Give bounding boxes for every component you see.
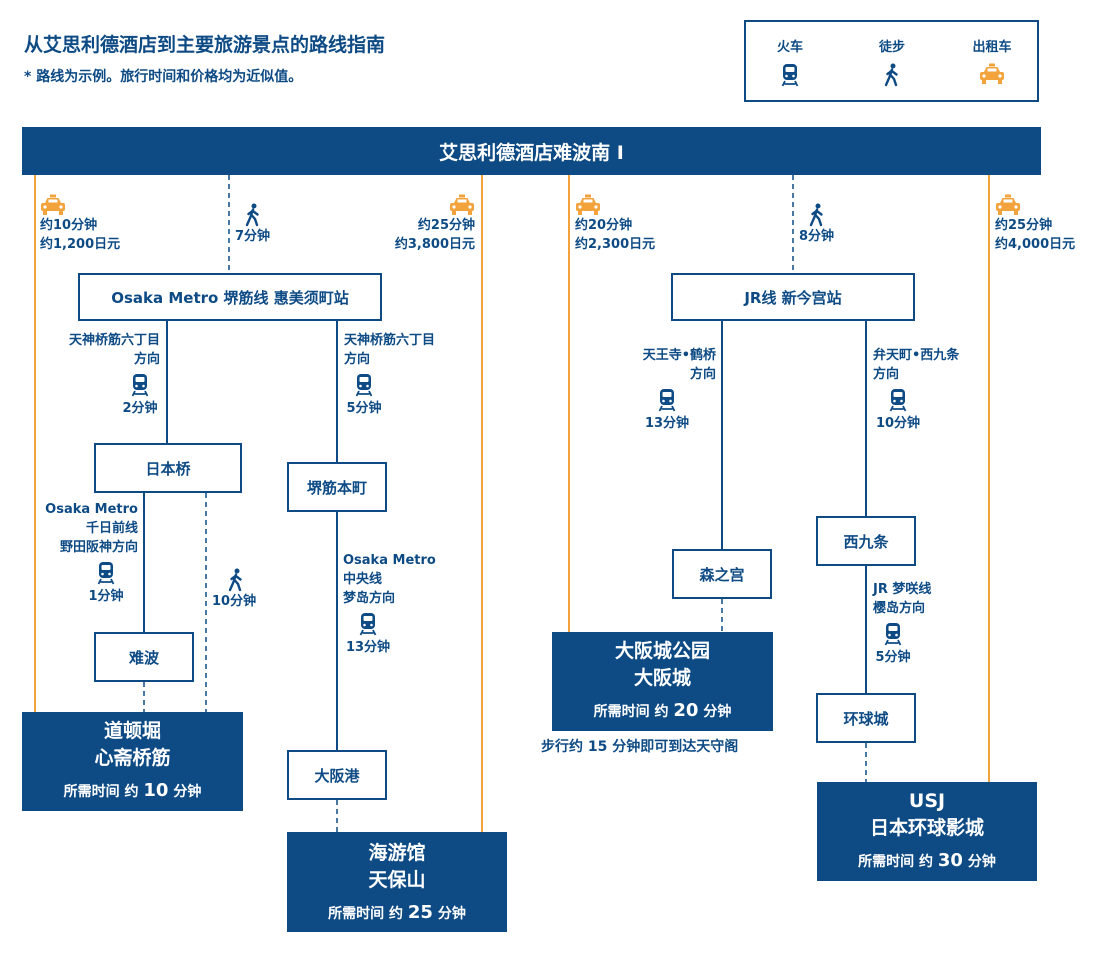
walk-time: 8分钟 [799,229,835,244]
walk-icon [245,203,259,227]
walk-label-shinimamiya: 8分钟 [799,203,834,246]
page-title: 从艾思利德酒店到主要旅游景点的路线指南 [24,34,386,56]
dest-name: 心斋桥筋 [94,747,171,769]
castle-walk-note: 步行约 15 分钟即可到达天守阁 [541,739,739,755]
train-icon [359,613,377,636]
legend-taxi: 出租车 [952,36,1032,85]
station-sakaisuji-honmachi: 堺筋本町 [287,462,387,512]
dest-osaka-castle: 大阪城公园 大阪城 所需时间 约 20 分钟 [552,632,773,731]
taxi-fare: 约1,200日元 [40,237,121,252]
station-osakako: 大阪港 [287,750,387,800]
legend: 火车 徒步 出租车 [744,20,1039,102]
train-icon [781,64,799,87]
taxi-label-usj: 约25分钟 约4,000日元 [995,194,1075,254]
disclaimer-note: * 路线为示例。旅行时间和价格均为近似值。 [24,69,303,85]
segment-ebisu-honmachi: 天神桥筋六丁目 方向 5分钟 [344,333,436,416]
taxi-icon [980,63,1004,84]
dest-time: 所需时间 约 20 分钟 [593,700,732,721]
station-nipponbashi: 日本桥 [94,443,242,493]
dest-name: 日本环球影城 [869,817,984,839]
station-shinimamiya: JR线 新今宫站 [671,273,915,321]
station-universal-city: 环球城 [816,693,916,743]
taxi-fare: 约2,300日元 [575,237,656,252]
segment-ebisu-nippon: 天神桥筋六丁目 方向 2分钟 [68,333,160,416]
train-icon [97,562,115,585]
segment-honmachi-osakako: Osaka Metro 中央线 梦岛方向 13分钟 [343,553,436,655]
walk-time: 7分钟 [235,229,271,244]
taxi-icon [450,194,474,215]
taxi-time: 约20分钟 [575,218,633,233]
taxi-time: 约25分钟 [417,218,475,233]
taxi-icon [576,194,600,215]
station-nishikujo: 西九条 [816,516,916,566]
segment-nishikujo-uc: JR 梦咲线 樱岛方向 5分钟 [873,582,932,665]
taxi-label-aquarium: 约25分钟 约3,800日元 [360,194,475,254]
dest-dotonbori: 道顿堀 心斋桥筋 所需时间 约 10 分钟 [22,712,243,811]
dest-name: 海游馆 [368,842,426,864]
train-icon [658,389,676,412]
legend-taxi-label: 出租车 [972,40,1012,55]
legend-walk-label: 徒步 [878,40,905,55]
walk-icon [884,63,898,87]
train-icon [131,374,149,397]
segment-nippon-namba: Osaka Metro 千日前线 野田阪神方向 1分钟 [45,502,138,604]
dest-time: 所需时间 约 25 分钟 [328,902,466,923]
segment-shin-nishikujo: 弁天町•西九条 方向 10分钟 [873,348,960,431]
dest-name: 天保山 [368,869,426,891]
segment-shin-morinomiya: 天王寺•鹤桥 方向 13分钟 [642,348,716,431]
taxi-icon [996,194,1020,215]
walk-icon [228,568,242,592]
dest-name: 大阪城公园 [614,640,710,662]
legend-train: 火车 [750,36,830,87]
dest-name: 大阪城 [633,667,691,689]
dest-name: 道顿堀 [103,720,161,742]
taxi-icon [41,194,65,215]
taxi-time: 约10分钟 [40,218,98,233]
hotel-bar: 艾思利德酒店难波南 I [22,127,1041,175]
taxi-fare: 约4,000日元 [995,237,1076,252]
taxi-time: 约25分钟 [995,218,1053,233]
dest-time: 所需时间 约 30 分钟 [858,850,996,871]
taxi-label-dotonbori: 约10分钟 约1,200日元 [40,194,120,254]
legend-walk: 徒步 [852,36,932,87]
dest-name: USJ [908,790,946,812]
station-namba: 难波 [94,632,194,682]
walk-label-nippon: 10分钟 [212,568,256,611]
dest-time: 所需时间 约 10 分钟 [63,780,202,801]
train-icon [884,623,902,646]
walk-icon [809,203,823,227]
taxi-fare: 约3,800日元 [394,237,475,252]
station-ebisucho: Osaka Metro 堺筋线 惠美须町站 [78,273,382,321]
legend-train-label: 火车 [776,40,803,55]
dest-usj: USJ 日本环球影城 所需时间 约 30 分钟 [817,782,1037,881]
station-morinomiya: 森之宫 [672,549,772,599]
train-icon [889,389,907,412]
walk-label-ebisucho: 7分钟 [235,203,270,246]
train-icon [355,374,373,397]
taxi-label-castle: 约20分钟 约2,300日元 [575,194,655,254]
dest-aquarium: 海游馆 天保山 所需时间 约 25 分钟 [287,832,507,932]
